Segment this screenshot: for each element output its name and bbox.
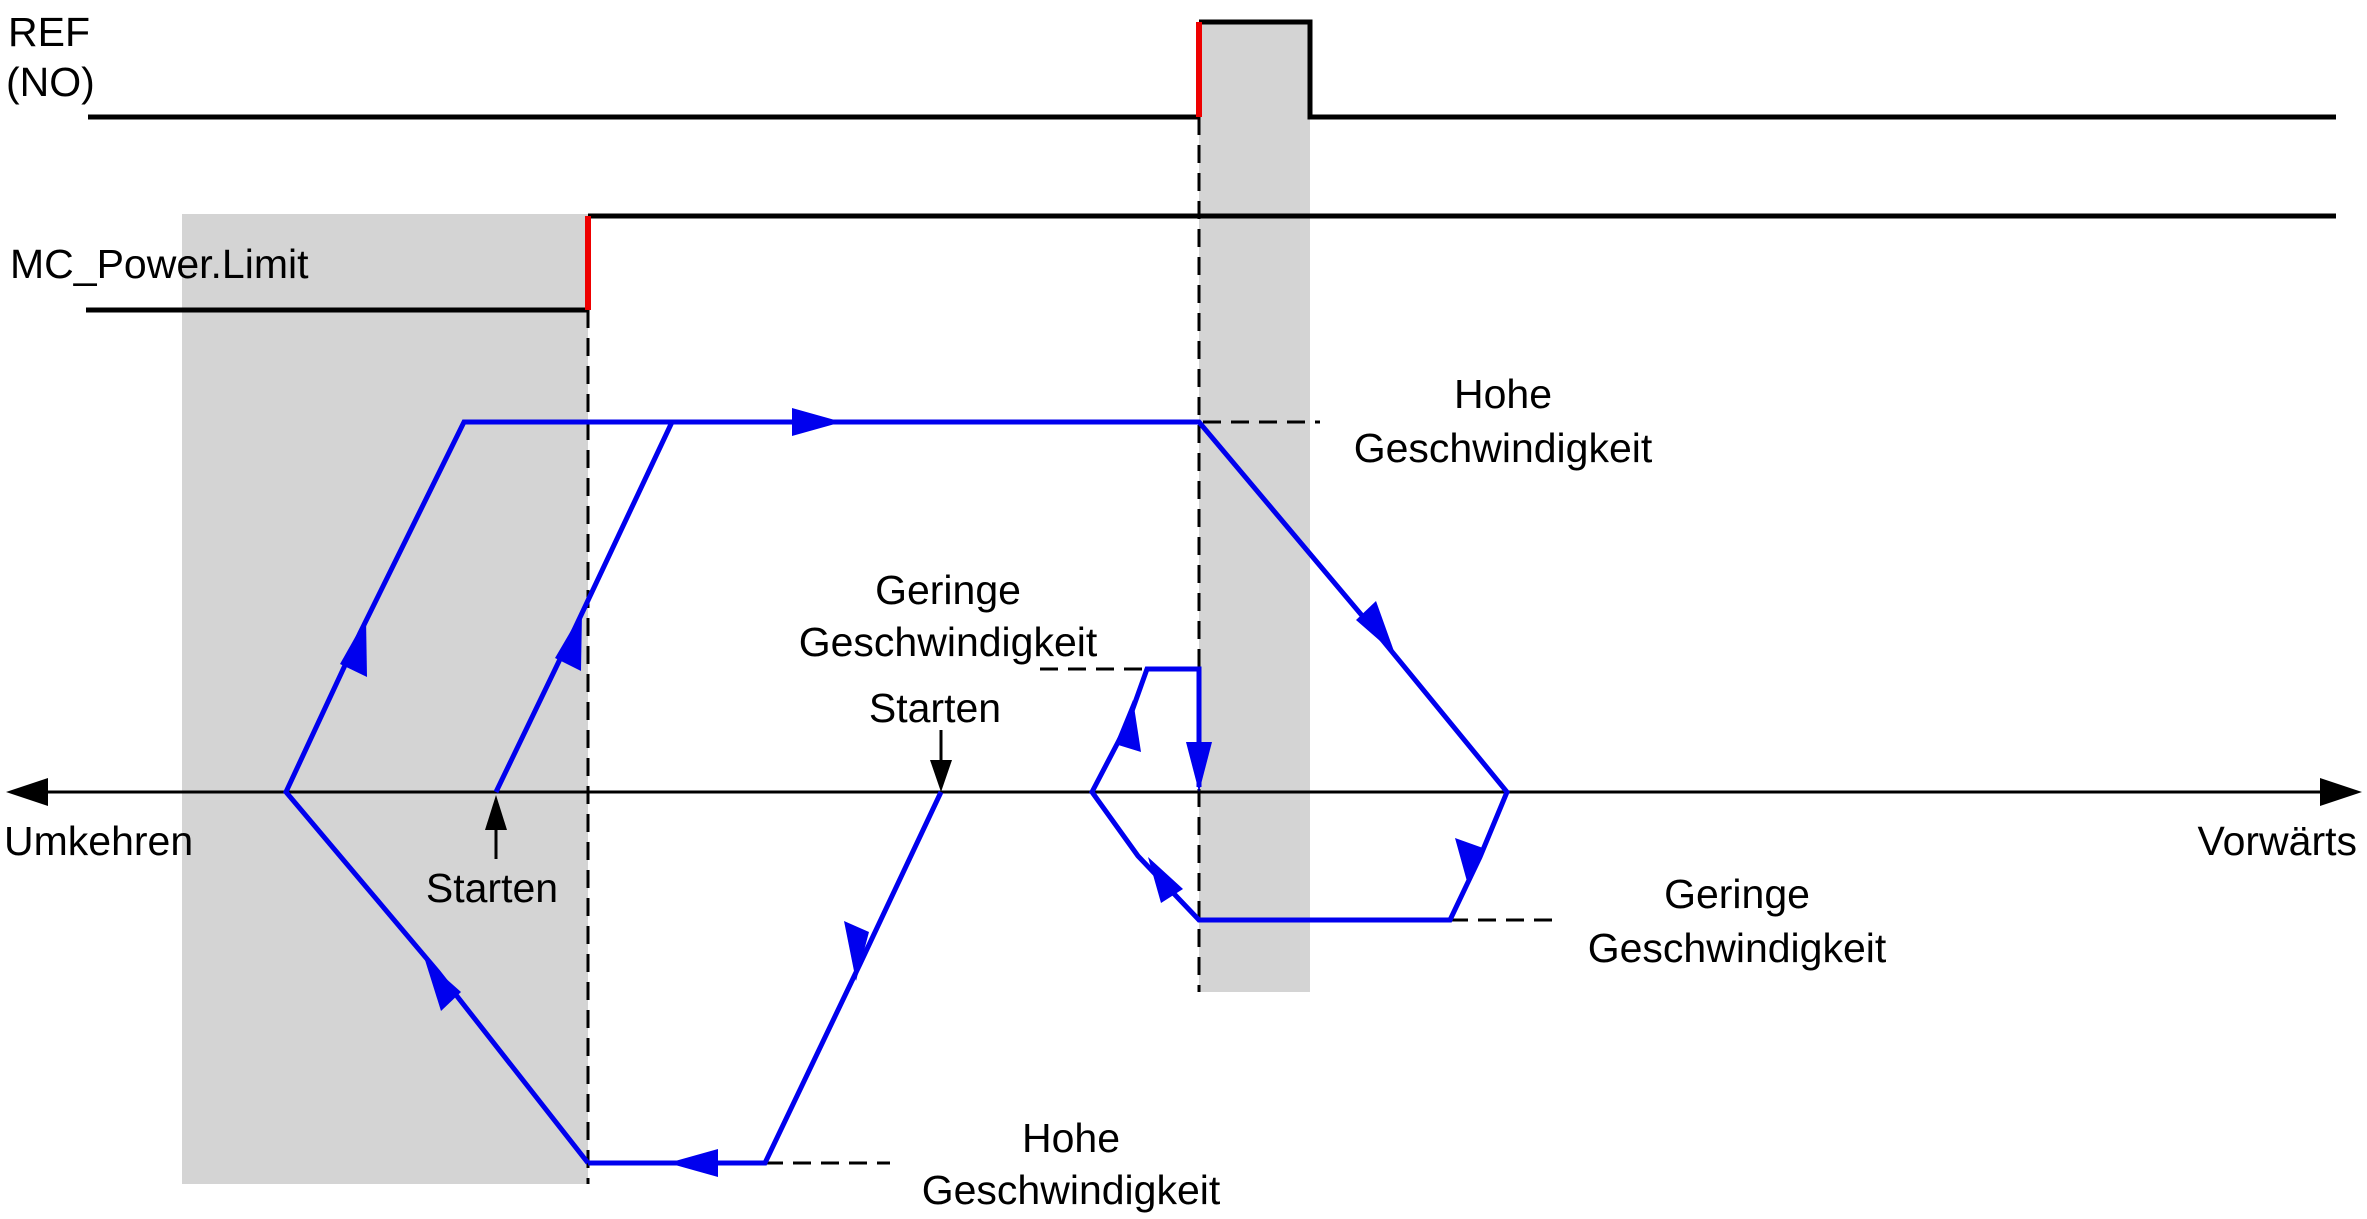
high-speed-bottom-label-line2: Geschwindigkeit	[922, 1167, 1221, 1213]
arrow-down-ref	[1186, 742, 1212, 792]
start-lower-label: Starten	[426, 865, 558, 911]
ref-signal-label-line2: (NO)	[6, 59, 95, 105]
arrow-down-right	[1356, 601, 1395, 654]
reverse-direction-label: Umkehren	[4, 818, 193, 864]
trajectory-start-reverse	[588, 790, 944, 1166]
start-upper-label: Starten	[869, 685, 1001, 731]
arrow-up-left-small	[1148, 857, 1183, 903]
arrow-down-start-branch	[844, 921, 869, 981]
ref-signal-label-line1: REF	[8, 9, 90, 55]
limit-active-zone	[182, 214, 588, 1184]
low-speed-lower-label-line1: Geringe	[1664, 871, 1810, 917]
low-speed-lower-label-line2: Geschwindigkeit	[1588, 925, 1887, 971]
power-limit-label: MC_Power.Limit	[10, 241, 309, 287]
trajectory-arrowheads	[340, 408, 1483, 1177]
forward-direction-label: Vorwärts	[2198, 818, 2358, 864]
high-speed-top-label-line2: Geschwindigkeit	[1354, 425, 1653, 471]
high-speed-top-label-line1: Hohe	[1454, 371, 1552, 417]
arrow-up-left-lower	[425, 960, 461, 1011]
ref-active-zone	[1199, 22, 1310, 992]
arrow-up-left-branch	[340, 618, 367, 677]
start-upper-pointer-arrowhead	[930, 760, 952, 792]
start-lower-pointer-arrowhead	[485, 795, 507, 830]
arrow-up-small	[1115, 700, 1141, 752]
forward-arrowhead	[2320, 778, 2362, 806]
arrow-up-start-branch	[555, 612, 582, 671]
high-speed-bottom-label-line1: Hohe	[1022, 1115, 1120, 1161]
arrow-left-bottom	[668, 1149, 718, 1177]
ref-signal-pulse	[1199, 19, 2336, 120]
reverse-arrowhead	[6, 778, 48, 806]
low-speed-upper-label-line1: Geringe	[875, 567, 1021, 613]
arrow-down-left-small	[1455, 838, 1483, 885]
arrow-right-top	[792, 408, 842, 436]
low-speed-upper-label-line2: Geschwindigkeit	[799, 619, 1098, 665]
